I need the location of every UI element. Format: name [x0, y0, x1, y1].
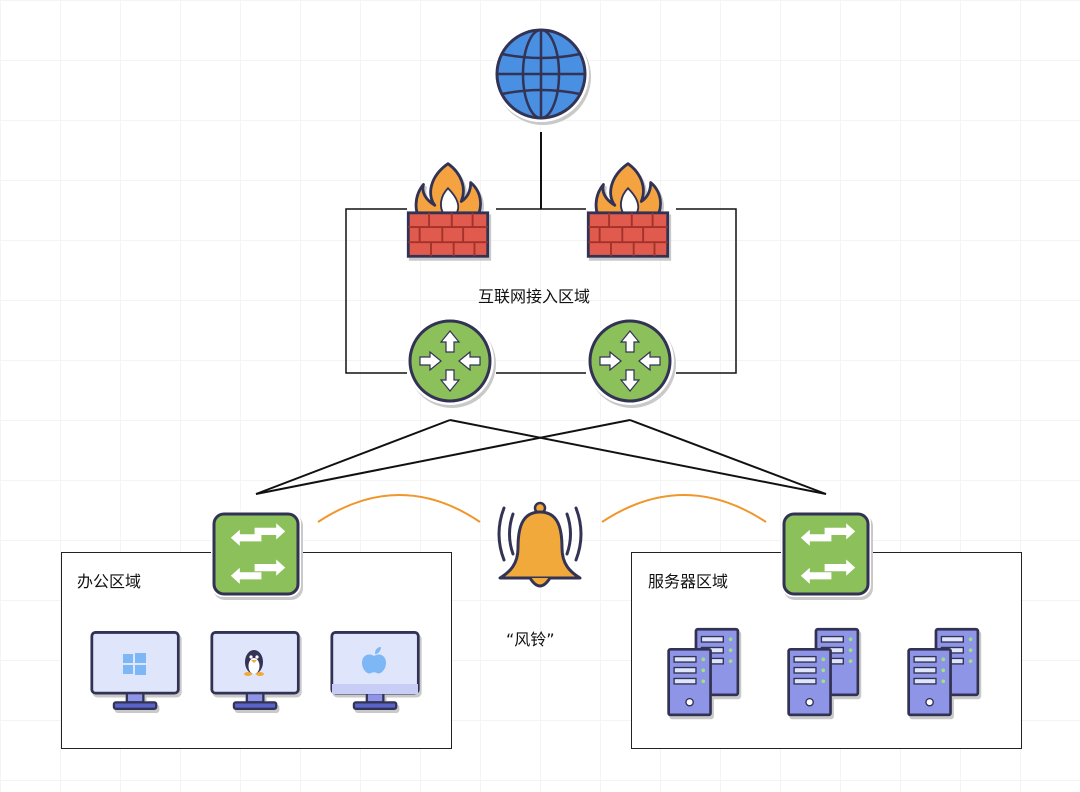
alarm-link-left	[317, 494, 481, 523]
connections	[255, 132, 827, 523]
globe-icon	[493, 26, 589, 122]
firewall-icon	[586, 162, 670, 258]
server-zone-label: 服务器区域	[648, 572, 729, 591]
internet-zone-label: 互联网接入区域	[478, 287, 591, 306]
link-right-ring	[676, 208, 737, 374]
router-icon	[404, 315, 496, 407]
link-r2-sw2	[629, 419, 827, 495]
link-r1-sw1	[255, 419, 451, 495]
bell-icon	[497, 501, 583, 588]
windows-desktop-icon	[90, 631, 180, 711]
link-left-ring	[345, 208, 407, 374]
alarm-link-right	[601, 494, 767, 523]
linux-desktop-icon	[210, 631, 300, 711]
mac-desktop-icon	[330, 631, 420, 711]
switch-icon	[209, 509, 303, 599]
server-icon	[907, 627, 980, 717]
office-zone-label: 办公区域	[77, 572, 142, 591]
server-icon	[787, 627, 860, 717]
firewall-icon	[406, 162, 490, 258]
router-icon	[584, 315, 676, 407]
server-icon	[667, 627, 740, 717]
alarm-label: “风铃”	[506, 630, 555, 649]
link-r2-sw1	[255, 419, 631, 495]
link-r1-sw2	[449, 419, 827, 495]
switch-icon	[779, 509, 873, 599]
